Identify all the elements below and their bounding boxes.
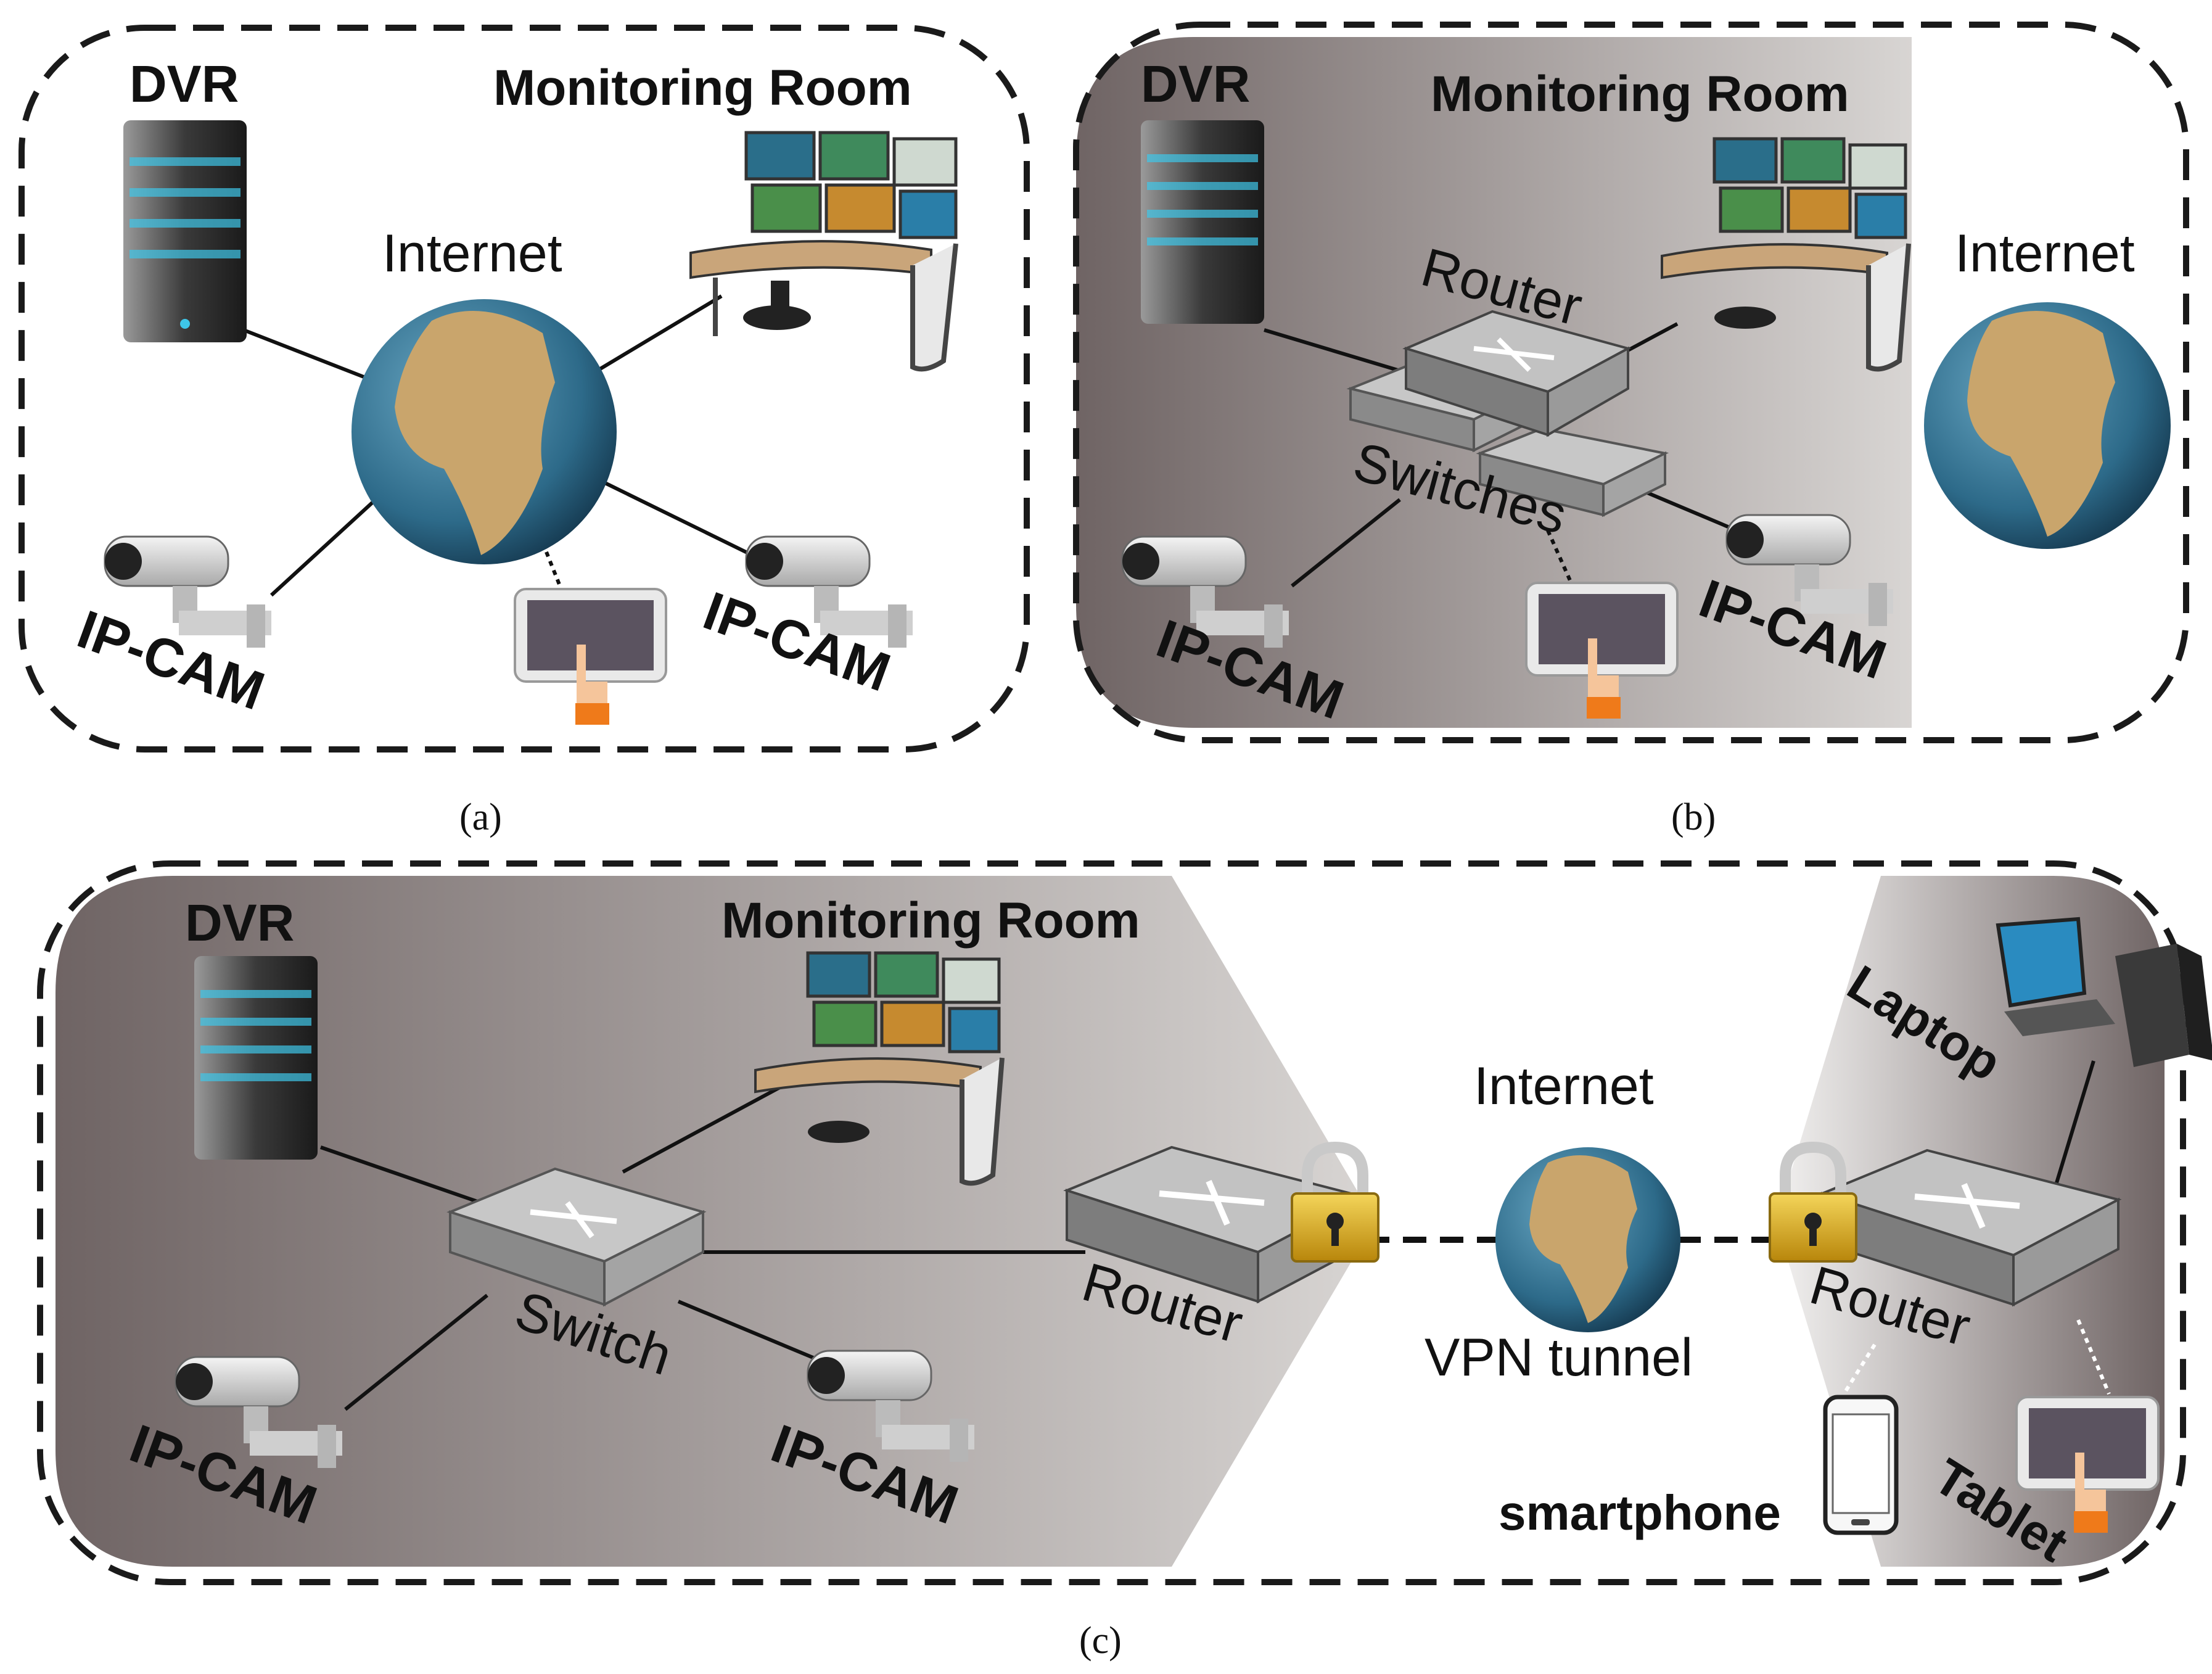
panel-b-frame [1073,22,2189,743]
lock-icon [1291,1141,1379,1263]
switch-icon [446,1167,707,1307]
ip-camera-icon [104,535,271,648]
ip-camera-icon [1725,514,1893,626]
panel-a-frame [19,25,1030,752]
monitoring-room-icon [689,131,958,372]
panel-c-frame [37,860,2186,1585]
panel-a: DVR Monitoring Room Internet IP-CAM IP-C… [19,25,1030,838]
panel-b: DVR Monitoring Room Internet Router Swit… [1073,22,2189,838]
panel-c: DVR Monitoring Room Switch Router Router… [37,860,2212,1662]
ip-camera-icon [1121,535,1289,648]
internet-label: Internet [382,224,562,283]
dvr-label: DVR [185,894,294,952]
lock-icon [1769,1141,1857,1263]
dvr-server-icon [123,120,247,342]
ip-camera-icon [807,1350,974,1462]
tablet-icon [1525,582,1679,719]
monitoring-room-label: Monitoring Room [1431,66,1849,122]
panel-c-shaded-left [56,876,1375,1567]
internet-globe-icon [1924,302,2171,549]
panel-caption: (a) [459,796,502,838]
dvr-server-icon [1141,120,1264,324]
desktop-computer-icon [1996,917,2212,1067]
dvr-server-icon [194,956,318,1160]
smartphone-icon [1823,1395,1899,1535]
router-icon [1402,310,1632,437]
ipcam-label: IP-CAM [696,580,898,703]
internet-globe-icon [352,299,617,564]
dvr-label: DVR [130,55,239,113]
internet-globe-icon [1495,1147,1680,1332]
vpn-tunnel-label: VPN tunnel [1425,1328,1693,1387]
dvr-label: DVR [1141,55,1250,113]
ip-camera-icon [175,1356,342,1468]
internet-label: Internet [1474,1057,1654,1116]
monitoring-room-label: Monitoring Room [722,893,1140,949]
switch-icon [1476,427,1669,517]
router-icon [1819,1148,2122,1307]
ip-camera-icon [745,535,913,648]
panel-a-links [242,294,760,597]
panel-caption: (b) [1671,796,1716,838]
panel-caption: (c) [1079,1620,1122,1662]
monitoring-room-icon [1661,137,1911,372]
monitoring-room-icon [754,951,1005,1186]
tablet-icon [2015,1396,2160,1533]
internet-label: Internet [1955,224,2135,283]
panel-c-links [320,1060,2111,1411]
monitoring-room-label: Monitoring Room [493,60,912,116]
tablet-icon [514,588,667,725]
smartphone-label: smartphone [1499,1485,1781,1540]
